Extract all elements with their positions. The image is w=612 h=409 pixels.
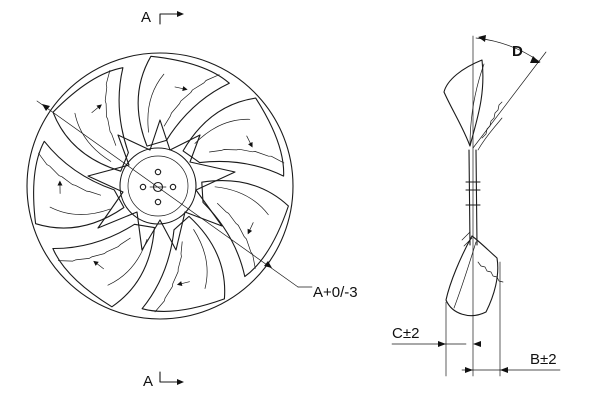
hub-inner-ring — [127, 155, 189, 217]
hub-bolt-hole — [154, 168, 162, 176]
blade-serration — [217, 203, 256, 269]
b-arrowhead — [465, 367, 473, 373]
side-view: D C±2 B±2 — [391, 35, 561, 377]
section-mark-top-arrow — [159, 13, 181, 25]
blade-outline — [137, 55, 230, 147]
blade-outline — [201, 180, 289, 278]
blade-serration — [163, 74, 220, 127]
blade-rib — [214, 186, 269, 216]
blade-rib — [194, 118, 251, 144]
blade-rib — [49, 206, 111, 215]
outer-diameter-label: A+0/-3 — [313, 284, 358, 301]
hub-bolt-hole — [139, 183, 147, 191]
rotation-arrow-icon — [174, 86, 188, 92]
hub-column — [468, 149, 478, 246]
angle-arrowhead — [478, 35, 486, 42]
blade-outline — [182, 97, 285, 177]
diameter-dimension-line — [36, 100, 299, 288]
upper-blade-inner-edge — [469, 63, 485, 147]
rotation-arrow-icon — [91, 104, 102, 113]
blade-serration — [209, 148, 285, 164]
blade-serration — [154, 241, 183, 313]
hub-depth-label: B±2 — [530, 351, 557, 368]
rotation-arrow-icon — [246, 135, 253, 148]
rotation-arrow-icon — [176, 281, 190, 287]
upper-blade-ridge — [477, 117, 503, 151]
lower-blade-inner-edge — [453, 241, 477, 309]
hub-bolt-hole — [169, 183, 177, 191]
rotation-arrow-icon — [57, 180, 63, 194]
blade-rib — [147, 73, 165, 133]
rotation-arrow-icon — [93, 260, 104, 270]
rotation-arrow-icon — [247, 222, 254, 235]
diameter-arrowhead — [42, 104, 50, 111]
blade-serration — [104, 70, 117, 146]
c-arrowhead — [438, 341, 446, 347]
blade-serration — [58, 237, 131, 262]
hub-outer-ring — [119, 147, 197, 225]
angle-arrowhead — [530, 56, 540, 63]
blade-outline — [33, 140, 125, 229]
c-arrowhead — [473, 341, 481, 347]
blade-rib — [74, 112, 112, 162]
angle-arc — [475, 37, 541, 63]
section-mark-top: A — [141, 9, 151, 26]
section-mark-bottom: A — [143, 373, 153, 390]
lower-blade-serration — [477, 261, 504, 283]
blade-serration — [38, 152, 102, 196]
blade-outline — [52, 223, 155, 308]
hub-spider — [87, 119, 236, 251]
upper-blade-serration — [481, 101, 503, 139]
diameter-arrowhead — [264, 261, 272, 268]
lower-blade-tip — [461, 231, 473, 247]
blade-outline — [141, 215, 226, 312]
hub-bolt-hole — [154, 198, 162, 206]
upper-blade-profile — [443, 59, 484, 147]
blade-rib — [193, 229, 208, 289]
section-mark-bottom-arrowhead — [177, 379, 184, 385]
section-mark-bottom-arrow — [159, 371, 181, 383]
lower-blade-profile — [445, 235, 499, 317]
pitch-angle-label: D — [512, 43, 523, 60]
section-mark-top-arrowhead — [177, 11, 184, 17]
angle-reference-line — [472, 51, 547, 149]
front-offset-label: C±2 — [392, 325, 419, 342]
b-arrowhead — [500, 367, 508, 373]
blade-outline — [52, 67, 129, 172]
outer-sweep-circle — [26, 52, 294, 320]
front-view: A+0/-3 A A — [26, 9, 358, 390]
